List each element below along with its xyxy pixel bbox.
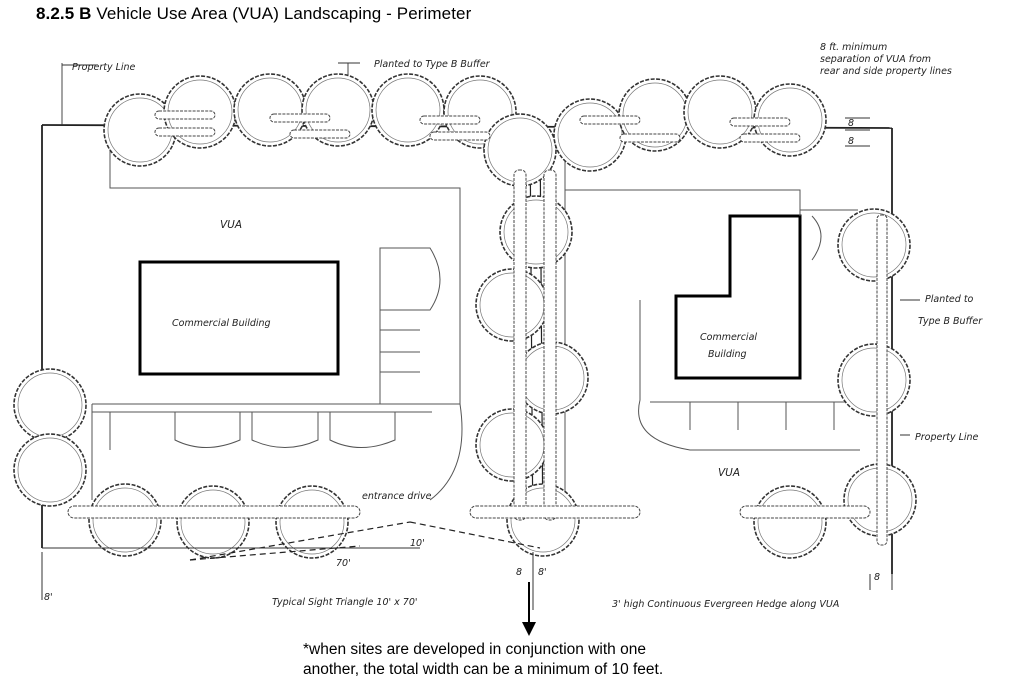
label-sight-triangle: Typical Sight Triangle 10' x 70' (272, 597, 418, 608)
label-entrance-drive: entrance drive (362, 491, 432, 502)
dim-8-center-right: 8' (538, 567, 547, 578)
title-number: 8.2.5 B (36, 4, 92, 23)
label-vua-right: VUA (718, 467, 740, 479)
dim-8-right: 8 (874, 572, 880, 583)
footnote-line-2: another, the total width can be a minimu… (303, 661, 664, 678)
label-hedge: 3' high Continuous Evergreen Hedge along… (612, 599, 839, 610)
page-title: 8.2.5 B Vehicle Use Area (VUA) Landscapi… (36, 4, 471, 24)
label-commercial-right-2: Building (708, 349, 747, 360)
label-planted-to-right: Planted to (925, 294, 974, 305)
vua-left-outline (91, 126, 463, 501)
right-buffer-trees (837, 208, 917, 546)
bottom-left-trees (67, 483, 361, 559)
label-vua-left: VUA (220, 219, 242, 231)
title-text: Vehicle Use Area (VUA) Landscaping - Per… (96, 4, 472, 23)
footnote-line-1: *when sites are developed in conjunction… (303, 641, 646, 658)
commercial-building-left (138, 260, 340, 376)
center-buffer-trees (475, 169, 589, 557)
label-commercial-right-1: Commercial (700, 332, 757, 343)
label-separation-2: separation of VUA from (820, 54, 931, 65)
dim-8-a: 8 (848, 118, 854, 129)
left-buffer-trees (13, 368, 87, 507)
label-commercial-left: Commercial Building (172, 318, 271, 329)
dim-70: 70' (336, 558, 351, 569)
label-planted-type-b-top: Planted to Type B Buffer (374, 59, 491, 70)
dim-8-left: 8' (44, 592, 53, 603)
footnote: *when sites are developed in conjunction… (303, 640, 823, 680)
label-property-line-top: Property Line (72, 62, 136, 73)
bottom-right-trees (469, 485, 871, 559)
label-separation-1: 8 ft. minimum (820, 42, 887, 53)
label-type-b-right: Type B Buffer (918, 316, 983, 327)
dim-8-b: 8 (848, 136, 854, 147)
label-separation-3: rear and side property lines (820, 66, 952, 77)
label-property-line-right: Property Line (915, 432, 979, 443)
dimension-marks (41, 117, 920, 610)
dim-10: 10' (410, 538, 425, 549)
footnote-arrow (522, 582, 536, 636)
dim-8-center-left: 8 (516, 567, 522, 578)
